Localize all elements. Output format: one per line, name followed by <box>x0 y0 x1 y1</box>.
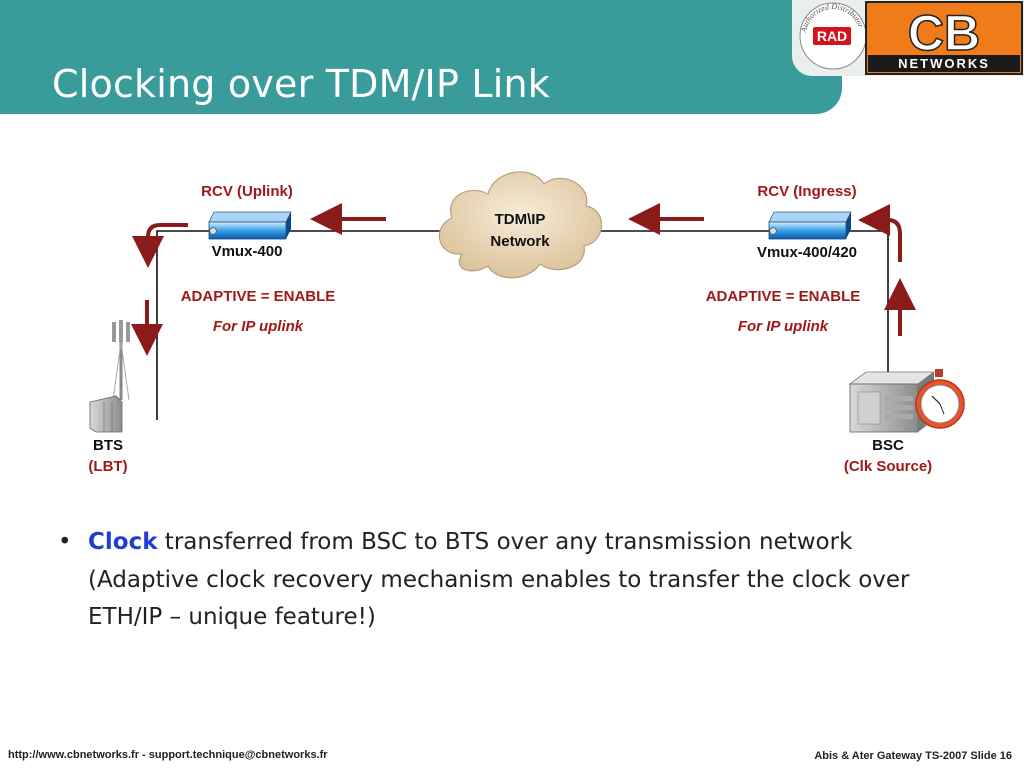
bullet-text: transferred from BSC to BTS over any tra… <box>88 529 910 630</box>
stopwatch-icon <box>915 369 965 429</box>
bullet-text-block: Clock transferred from BSC to BTS over a… <box>88 524 948 637</box>
left-link-line <box>156 230 448 420</box>
right-adaptive-label: ADAPTIVE = ENABLE <box>705 288 861 305</box>
cloud-label-line2: Network <box>490 233 550 250</box>
distributor-logo: Authorized Distributor RAD CB NETWORKS <box>799 1 1023 75</box>
networks-text: NETWORKS <box>898 56 990 71</box>
right-uplink-label: For IP uplink <box>737 318 829 335</box>
right-curved-arrow <box>858 204 902 262</box>
right-device-label: Vmux-400/420 <box>756 244 858 261</box>
left-uplink-label: For IP uplink <box>212 318 304 335</box>
footer-contact[interactable]: http://www.cbnetworks.fr - support.techn… <box>8 749 328 761</box>
left-curved-arrow <box>132 223 188 268</box>
left-rcv-label: RCV (Uplink) <box>201 183 293 200</box>
vmux-400-420-device-icon <box>768 211 852 240</box>
right-rcv-label: RCV (Ingress) <box>757 183 857 200</box>
vmux-400-device-icon <box>208 211 292 240</box>
rad-text: RAD <box>817 28 847 44</box>
cloud-label-line1: TDM\IP <box>494 211 546 228</box>
network-diagram <box>89 171 965 433</box>
title-bar <box>0 0 842 114</box>
bts-tower-icon <box>89 320 130 433</box>
cb-text: CB <box>908 5 980 61</box>
tdm-ip-cloud-icon <box>438 171 603 279</box>
rad-badge <box>813 27 851 45</box>
left-adaptive-label: ADAPTIVE = ENABLE <box>180 288 336 305</box>
bullet-dot-icon: • <box>58 529 72 555</box>
left-device-label: Vmux-400 <box>211 243 283 260</box>
bsc-sub-label: (Clk Source) <box>843 458 933 475</box>
bullet-keyword: Clock <box>88 529 158 555</box>
networks-bar <box>868 55 1020 72</box>
clock-direction-arrows <box>131 203 916 356</box>
bsc-label: BSC <box>872 437 904 454</box>
footer-slide-info: Abis & Ater Gateway TS-2007 Slide 16 <box>814 750 1012 762</box>
slide-title: Clocking over TDM/IP Link <box>52 62 550 106</box>
bts-sub-label: (LBT) <box>88 458 128 475</box>
bts-label: BTS <box>93 437 123 454</box>
